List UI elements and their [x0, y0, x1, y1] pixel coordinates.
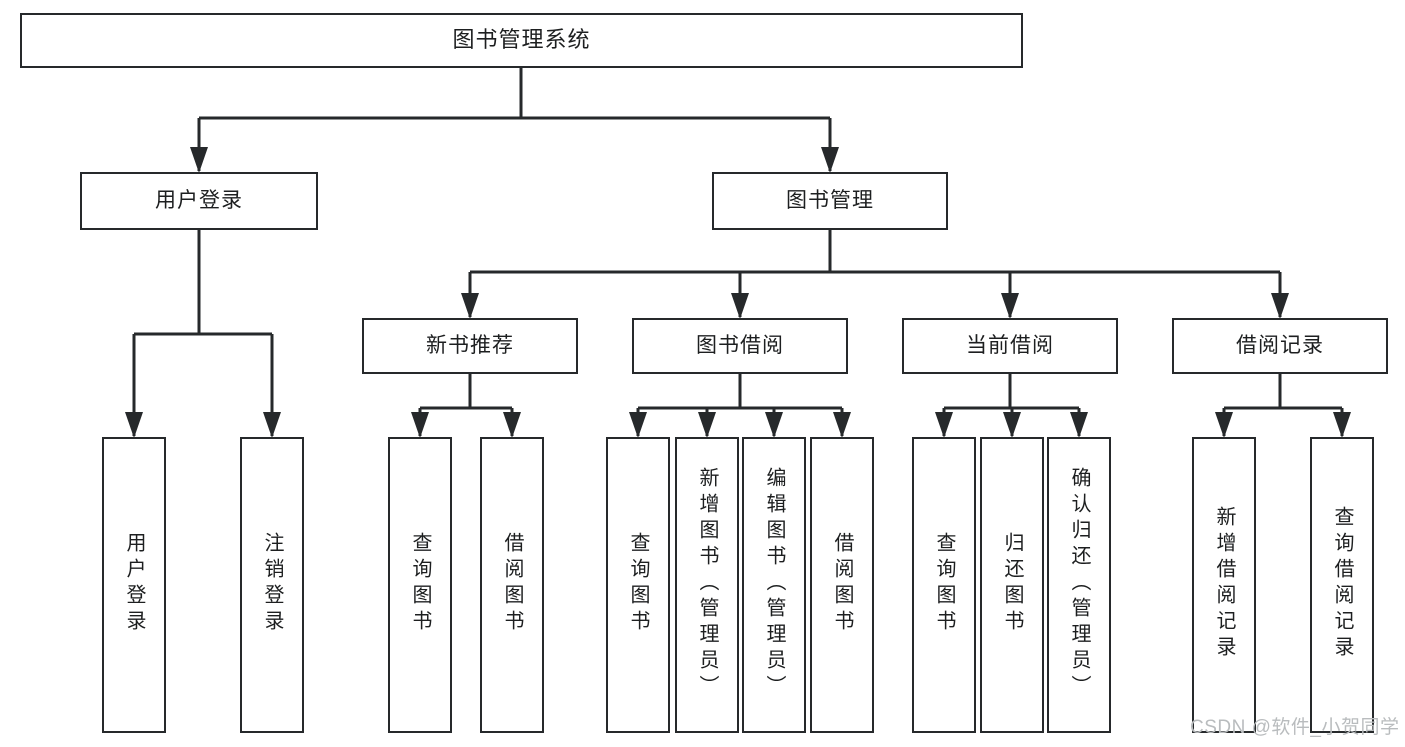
- node-leaf-borrow-book-2-label: 借阅图书: [831, 532, 853, 636]
- node-leaf-return-book[interactable]: 归还图书: [980, 437, 1044, 733]
- node-leaf-edit-book[interactable]: 编辑图书（管理员）: [742, 437, 806, 733]
- arrowhead-user-login-to-leaves-1: [263, 412, 281, 438]
- node-user-login[interactable]: 用户登录: [80, 172, 318, 230]
- arrowhead-book-borrow-to-leaves-0: [629, 412, 647, 438]
- node-current-borrow-label: 当前借阅: [966, 334, 1054, 358]
- arrowhead-current-borrow-to-leaves-2: [1070, 412, 1088, 438]
- node-leaf-user-logout[interactable]: 注销登录: [240, 437, 304, 733]
- node-leaf-add-book[interactable]: 新增图书（管理员）: [675, 437, 739, 733]
- node-book-manage-label: 图书管理: [786, 189, 874, 213]
- node-new-book-rec-label: 新书推荐: [426, 334, 514, 358]
- arrowhead-current-borrow-to-leaves-1: [1003, 412, 1021, 438]
- node-borrow-record-label: 借阅记录: [1236, 334, 1324, 358]
- node-leaf-return-book-label: 归还图书: [1001, 532, 1023, 636]
- arrowhead-new-book-rec-to-leaves-0: [411, 412, 429, 438]
- node-leaf-user-logout-label: 注销登录: [261, 532, 283, 636]
- node-leaf-user-login-label: 用户登录: [123, 532, 145, 636]
- arrowhead-current-borrow-to-leaves-0: [935, 412, 953, 438]
- arrowhead-book-manage-to-level3-3: [1271, 293, 1289, 319]
- node-leaf-borrow-book-1-label: 借阅图书: [501, 532, 523, 636]
- node-leaf-borrow-book-1[interactable]: 借阅图书: [480, 437, 544, 733]
- node-root[interactable]: 图书管理系统: [20, 13, 1023, 68]
- arrowhead-new-book-rec-to-leaves-1: [503, 412, 521, 438]
- node-leaf-add-book-label: 新增图书（管理员）: [696, 467, 718, 701]
- node-book-borrow-label: 图书借阅: [696, 334, 784, 358]
- arrowhead-book-manage-to-level3-0: [461, 293, 479, 319]
- node-leaf-add-record[interactable]: 新增借阅记录: [1192, 437, 1256, 733]
- arrowhead-book-manage-to-level3-2: [1001, 293, 1019, 319]
- node-user-login-label: 用户登录: [155, 189, 243, 213]
- node-leaf-query-book-2[interactable]: 查询图书: [606, 437, 670, 733]
- node-leaf-query-book-1-label: 查询图书: [409, 532, 431, 636]
- arrowhead-book-borrow-to-leaves-1: [698, 412, 716, 438]
- node-leaf-query-record[interactable]: 查询借阅记录: [1310, 437, 1374, 733]
- node-leaf-edit-book-label: 编辑图书（管理员）: [763, 467, 785, 701]
- arrowhead-book-borrow-to-leaves-3: [833, 412, 851, 438]
- node-book-borrow[interactable]: 图书借阅: [632, 318, 848, 374]
- arrowhead-user-login-to-leaves-0: [125, 412, 143, 438]
- node-book-manage[interactable]: 图书管理: [712, 172, 948, 230]
- node-current-borrow[interactable]: 当前借阅: [902, 318, 1118, 374]
- arrowhead-root-to-level2-1: [821, 147, 839, 173]
- node-leaf-confirm-return[interactable]: 确认归还（管理员）: [1047, 437, 1111, 733]
- arrowhead-borrow-record-to-leaves-1: [1333, 412, 1351, 438]
- node-root-label: 图书管理系统: [452, 27, 591, 53]
- node-leaf-query-record-label: 查询借阅记录: [1331, 506, 1353, 662]
- node-new-book-rec[interactable]: 新书推荐: [362, 318, 578, 374]
- arrowhead-root-to-level2-0: [190, 147, 208, 173]
- node-borrow-record[interactable]: 借阅记录: [1172, 318, 1388, 374]
- node-leaf-query-book-3-label: 查询图书: [933, 532, 955, 636]
- arrowhead-book-borrow-to-leaves-2: [765, 412, 783, 438]
- node-leaf-query-book-2-label: 查询图书: [627, 532, 649, 636]
- node-leaf-query-book-3[interactable]: 查询图书: [912, 437, 976, 733]
- node-leaf-add-record-label: 新增借阅记录: [1213, 506, 1235, 662]
- watermark-text: CSDN @软件_小贺同学: [1190, 717, 1400, 738]
- node-leaf-borrow-book-2[interactable]: 借阅图书: [810, 437, 874, 733]
- node-leaf-query-book-1[interactable]: 查询图书: [388, 437, 452, 733]
- node-leaf-confirm-return-label: 确认归还（管理员）: [1068, 467, 1090, 701]
- node-leaf-user-login[interactable]: 用户登录: [102, 437, 166, 733]
- arrowhead-book-manage-to-level3-1: [731, 293, 749, 319]
- arrowhead-borrow-record-to-leaves-0: [1215, 412, 1233, 438]
